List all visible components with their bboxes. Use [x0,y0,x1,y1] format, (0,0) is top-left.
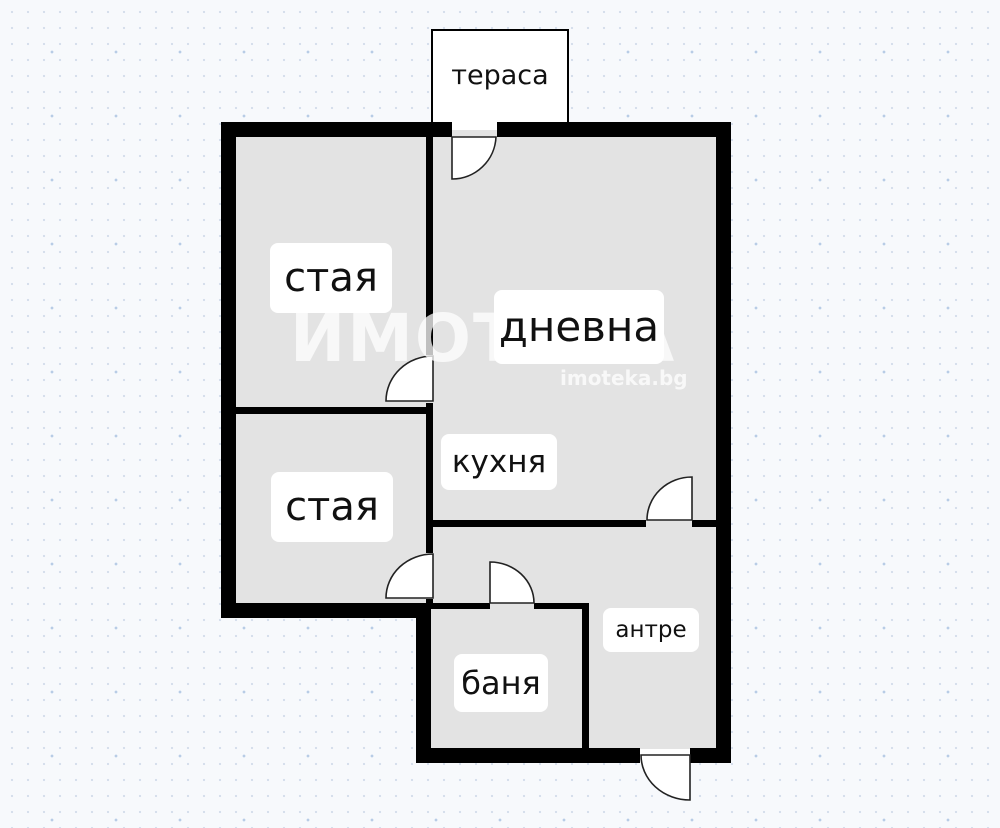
doors [385,136,693,801]
label-living: дневна [494,290,664,364]
wall-kitchen-hall [426,520,716,527]
label-hallway: антре [603,608,699,652]
door-entrance [640,754,691,801]
label-bathroom: баня [454,654,548,712]
door-room-top [385,355,434,402]
door-kitchen [646,476,693,521]
wall-room-divider [236,407,429,414]
door-bathroom [489,561,535,604]
label-terrace: тераса [451,59,549,91]
wall-bath-right [582,603,589,751]
terrace-floor [431,29,569,131]
label-room-bottom: стая [271,472,393,542]
door-room-bottom [385,553,434,599]
outer-wall-mid-bottom [221,603,431,618]
door-terrace [451,136,497,180]
outer-wall-left [221,122,236,618]
outer-wall-notch [416,603,431,763]
outer-wall-right [716,122,731,763]
label-kitchen: кухня [441,434,557,490]
label-room-top: стая [270,243,392,313]
